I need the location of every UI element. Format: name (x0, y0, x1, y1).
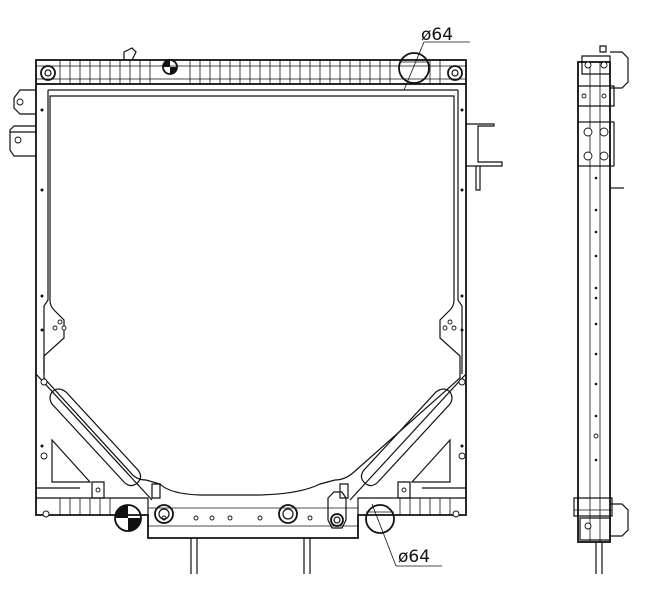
left-gusset (35, 373, 153, 501)
side-leg (595, 542, 603, 574)
top-filler-neck (398, 52, 430, 84)
bottom-tank (36, 481, 466, 527)
side-dots (593, 176, 599, 462)
frame-dots (40, 108, 464, 448)
bottom-port-middle (278, 504, 298, 524)
side-bottom-fittings (573, 497, 629, 541)
mounting-legs (190, 538, 311, 574)
drain-plug (327, 491, 347, 529)
bottom-port-left (154, 504, 174, 524)
side-bracket (577, 121, 624, 189)
side-top-fittings (577, 45, 629, 107)
bottom-diameter-label: ø64 (398, 547, 430, 567)
side-core (577, 61, 611, 543)
top-diameter-label: ø64 (421, 25, 453, 45)
side-view (573, 45, 629, 574)
bottom-outlet (365, 504, 395, 534)
top-tank (35, 47, 467, 85)
top-left-mount-hole (40, 65, 56, 81)
right-gusset (349, 373, 467, 501)
right-bracket (466, 123, 503, 191)
top-tank-ribs (59, 60, 441, 84)
top-right-mount-hole (447, 65, 463, 81)
bottom-dimension: ø64 (371, 503, 442, 567)
vent-fitting (123, 47, 137, 61)
bottom-sensor-disc (114, 504, 142, 532)
top-dimension: ø64 (403, 25, 470, 91)
left-brackets (9, 89, 36, 157)
radiator-core (35, 84, 467, 539)
front-view: ø64 (9, 25, 503, 574)
